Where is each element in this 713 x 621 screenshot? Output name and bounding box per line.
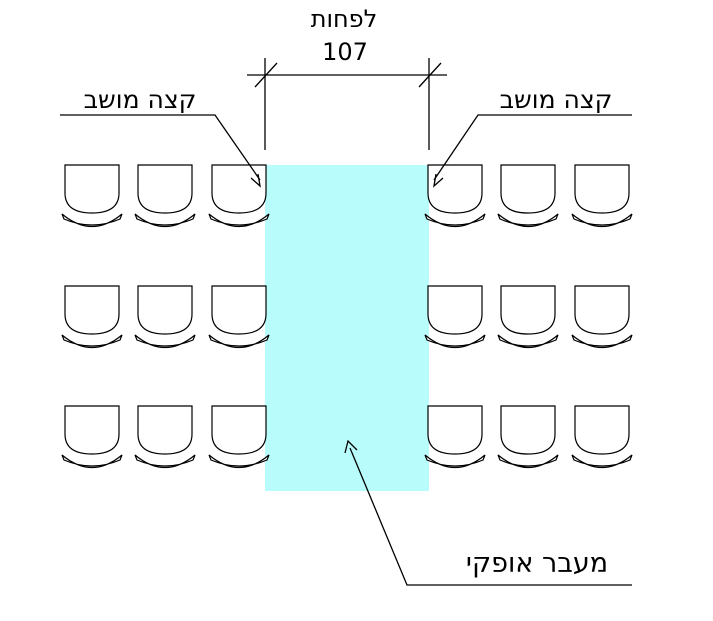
seat-back (137, 164, 193, 214)
seat-back (427, 164, 483, 214)
seat-rail (208, 334, 270, 348)
aisle-label: מעבר אופקי (466, 548, 608, 579)
seat-rail (61, 454, 123, 468)
seat (424, 405, 486, 468)
seat (424, 285, 486, 348)
seat-rail (497, 213, 559, 227)
seat-back (64, 164, 120, 214)
seat (134, 285, 196, 348)
seat (208, 285, 270, 348)
arrowhead-left (250, 173, 261, 188)
seat-rail (61, 334, 123, 348)
seat-rail (134, 454, 196, 468)
seat-rail (61, 213, 123, 227)
seat-back (211, 405, 267, 455)
leader-line-left (60, 114, 261, 181)
arrowhead-aisle (344, 439, 358, 454)
leader-line-right (433, 114, 632, 181)
seat-back (574, 164, 630, 214)
seat (497, 405, 559, 468)
seat (208, 164, 270, 227)
seat-back (574, 285, 630, 335)
seat-edge-label-right: קצה מושב (500, 85, 613, 114)
seat-rail (571, 334, 633, 348)
arrowhead-right (433, 173, 444, 188)
seat-rail (424, 213, 486, 227)
seat-rail (571, 213, 633, 227)
leader-line-aisle (349, 447, 632, 586)
seat (61, 164, 123, 227)
seat-back (137, 285, 193, 335)
seat-rail (497, 454, 559, 468)
seat-back (500, 164, 556, 214)
aisle-area (265, 165, 429, 491)
seat (424, 164, 486, 227)
seat-rail (424, 334, 486, 348)
seat-rail (571, 454, 633, 468)
seat-back (64, 285, 120, 335)
seat-back (64, 405, 120, 455)
seat (497, 164, 559, 227)
seat (61, 285, 123, 348)
seat-rail (208, 213, 270, 227)
seat (497, 285, 559, 348)
seat-rail (424, 454, 486, 468)
seat-block-right (424, 164, 633, 468)
seat (208, 405, 270, 468)
seat-back (500, 285, 556, 335)
seat (61, 405, 123, 468)
dimension-tick-left (254, 62, 278, 88)
seat-back (211, 164, 267, 214)
seat-back (137, 405, 193, 455)
dimension-value-label: 107 (322, 38, 368, 66)
seat-back (427, 405, 483, 455)
seat-back (500, 405, 556, 455)
dimension-indicator (247, 58, 447, 150)
seat-block-left (61, 164, 270, 468)
seat-rail (497, 334, 559, 348)
seat (571, 405, 633, 468)
seat-back (211, 285, 267, 335)
min-text-label: לפחות (311, 5, 378, 33)
seat-edge-label-left: קצה מושב (84, 85, 197, 114)
seat (571, 164, 633, 227)
seat (134, 164, 196, 227)
seat (134, 405, 196, 468)
seat-back (574, 405, 630, 455)
seat-rail (208, 454, 270, 468)
dimension-tick-right (418, 62, 442, 88)
seat-rail (134, 334, 196, 348)
seat (571, 285, 633, 348)
seat-rail (134, 213, 196, 227)
seat-back (427, 285, 483, 335)
